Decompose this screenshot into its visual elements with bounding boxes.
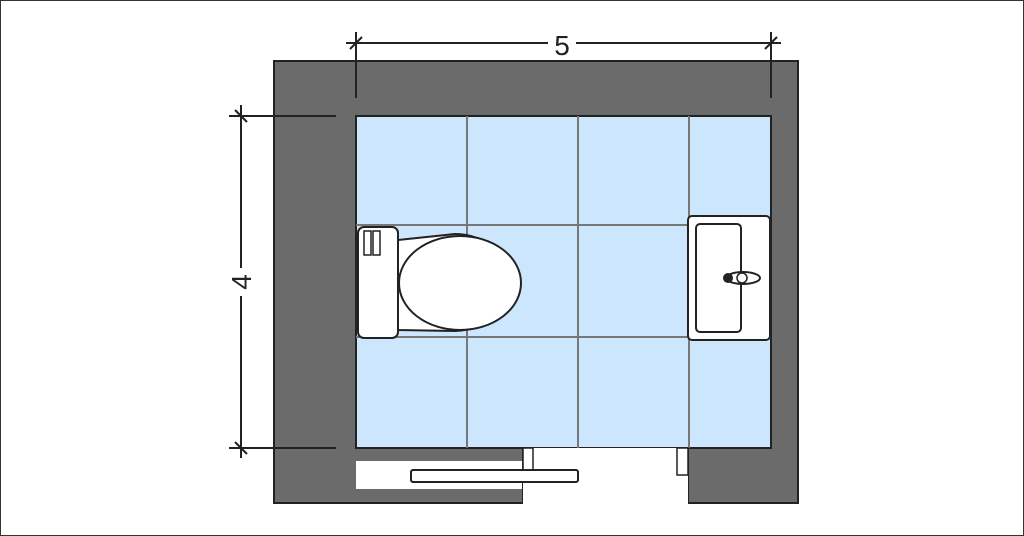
toilet-icon <box>357 226 522 339</box>
sliding-door <box>356 447 689 506</box>
height-dimension: 4 <box>226 105 336 458</box>
width-dimension: 5 <box>346 30 781 98</box>
sink-icon <box>687 215 771 341</box>
height-label: 4 <box>226 274 257 290</box>
width-label: 5 <box>554 30 570 61</box>
